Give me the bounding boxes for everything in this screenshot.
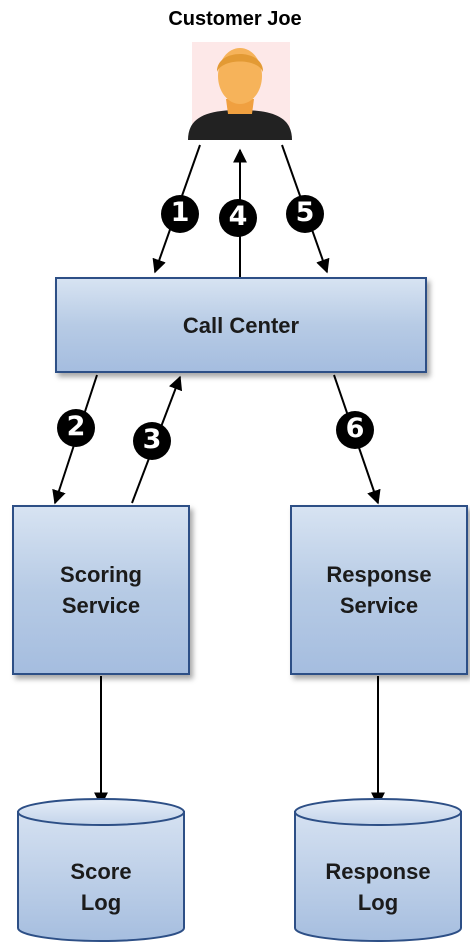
step-label-4: 4: [228, 201, 248, 232]
step-badge-2: [57, 409, 95, 447]
call-center-label: Call Center: [182, 312, 300, 338]
scoring-service-box: Scoring Service: [12, 505, 190, 675]
step-badge-6: [336, 411, 374, 449]
scoring-service-label: Scoring Service: [60, 562, 142, 618]
score-log-cylinder: [17, 798, 185, 942]
step-badge-4: [219, 199, 257, 237]
step-badge-3: [133, 422, 171, 460]
person-icon: [188, 42, 292, 140]
step-label-2: 2: [66, 411, 86, 442]
response-log-cylinder: [294, 798, 462, 942]
response-log-label: Response Log: [325, 859, 431, 915]
actor-label: Customer Joe: [168, 8, 302, 30]
step-label-1: 1: [170, 197, 190, 228]
response-service-label: Response Service: [326, 562, 432, 618]
step-label-6: 6: [345, 413, 365, 444]
call-center-box: Call Center: [55, 277, 427, 373]
step-label-3: 3: [142, 424, 162, 455]
response-service-box: Response Service: [290, 505, 468, 675]
step-badge-1: [161, 195, 199, 233]
step-badge-5: [286, 195, 324, 233]
step-label-5: 5: [295, 197, 315, 228]
score-log-label: Score Log: [70, 859, 132, 915]
